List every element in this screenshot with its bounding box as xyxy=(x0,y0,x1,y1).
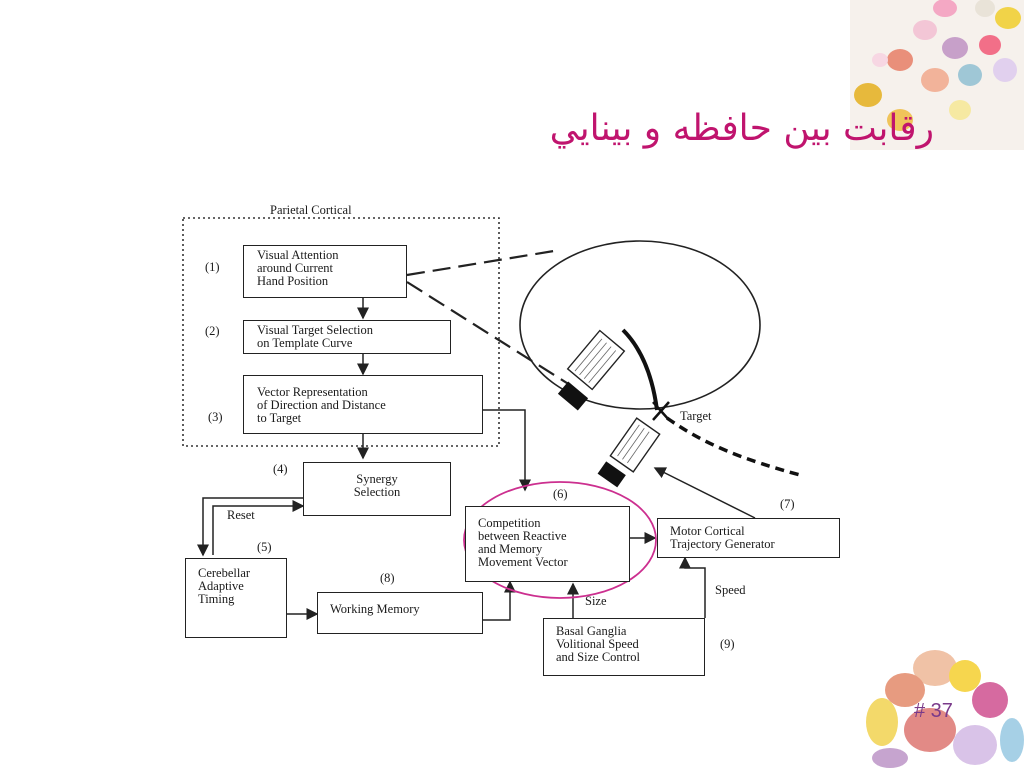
box-cerebellar-timing: Cerebellar Adaptive Timing xyxy=(185,558,287,638)
attention-line-top xyxy=(406,248,561,277)
box-vector-representation: Vector Representation of Direction and D… xyxy=(243,375,483,434)
candy-egg xyxy=(1000,718,1024,762)
slide-title: رقابت بين حافظه و بينايي xyxy=(549,108,934,149)
box-visual-target-selection: Visual Target Selection on Template Curv… xyxy=(243,320,451,354)
candy-egg xyxy=(913,20,937,40)
box-2-number: (2) xyxy=(205,324,220,338)
candy-egg xyxy=(972,682,1008,718)
candy-egg xyxy=(949,660,981,692)
box-3-number: (3) xyxy=(208,410,223,424)
candy-egg xyxy=(921,68,949,92)
box-6-number: (6) xyxy=(553,487,568,501)
box-visual-attention: Visual Attention around Current Hand Pos… xyxy=(243,245,407,298)
box-working-memory: Working Memory xyxy=(317,592,483,634)
box-motor-cortical: Motor Cortical Trajectory Generator xyxy=(657,518,840,558)
box-basal-ganglia: Basal Ganglia Volitional Speed and Size … xyxy=(543,618,705,676)
hand-upper xyxy=(557,329,626,411)
candy-egg xyxy=(942,37,968,59)
target-label: Target xyxy=(680,409,712,423)
reset-label: Reset xyxy=(227,508,255,522)
candy-egg xyxy=(995,7,1021,29)
diagram-connectors xyxy=(182,217,801,621)
box-5-number: (5) xyxy=(257,540,272,554)
candy-egg xyxy=(979,35,1001,55)
box-7-number: (7) xyxy=(780,497,795,511)
arrow-4-to-5 xyxy=(197,497,303,557)
candy-egg xyxy=(933,0,957,17)
candy-egg xyxy=(872,53,888,67)
candy-egg xyxy=(958,64,982,86)
template-curve xyxy=(621,328,659,411)
arrow-5-to-4-reset xyxy=(212,500,305,555)
candy-egg xyxy=(854,83,882,107)
candy-egg xyxy=(866,698,898,746)
hand-lower xyxy=(597,417,661,488)
box-synergy-selection: Synergy Selection xyxy=(303,462,451,516)
candy-egg xyxy=(975,0,995,17)
speed-label: Speed xyxy=(715,583,746,597)
box-8-number: (8) xyxy=(380,571,395,585)
highlight-ellipse xyxy=(463,481,657,599)
arrow-7-to-arm xyxy=(653,467,756,519)
candy-egg xyxy=(913,650,957,686)
arrow-9-to-7-speed xyxy=(679,556,706,618)
box-9-number: (9) xyxy=(720,637,735,651)
candy-egg xyxy=(887,49,913,71)
motor-control-diagram: Parietal Cortical (1) Visual Attention a… xyxy=(175,190,855,680)
candy-egg xyxy=(887,109,913,131)
candy-egg xyxy=(949,100,971,120)
candy-egg xyxy=(872,748,908,768)
arrow-8-to-6 xyxy=(483,580,516,621)
candy-decoration-top xyxy=(850,0,1024,150)
candy-egg xyxy=(953,725,997,765)
arrow-3-to-6 xyxy=(483,409,531,492)
template-curve-dashed xyxy=(665,416,801,477)
box-1-number: (1) xyxy=(205,260,220,274)
size-label: Size xyxy=(585,594,607,608)
box-4-number: (4) xyxy=(273,462,288,476)
target-marker xyxy=(652,401,670,421)
box-competition: Competition between Reactive and Memory … xyxy=(465,506,630,582)
parietal-region-label: Parietal Cortical xyxy=(270,203,352,217)
slide-number: # 37 xyxy=(914,700,953,722)
attention-line-bottom xyxy=(406,281,571,386)
parietal-region xyxy=(182,217,500,447)
candy-egg xyxy=(993,58,1017,82)
workspace-circle xyxy=(519,240,761,410)
